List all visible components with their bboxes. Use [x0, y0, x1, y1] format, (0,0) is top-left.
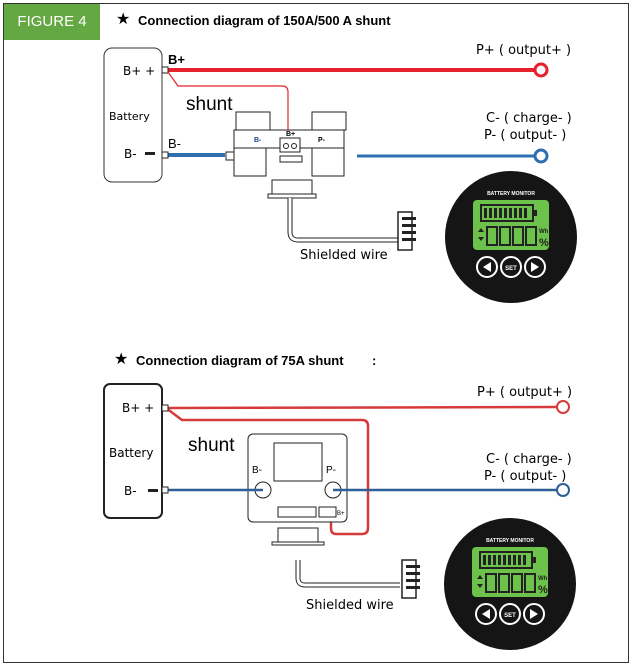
shunt-label: shunt — [188, 435, 235, 456]
terminal-pminus: P- — [326, 465, 336, 476]
output-pos-label: P+ ( output+ ) — [476, 43, 571, 58]
svg-text:BATTERY MONITOR: BATTERY MONITOR — [486, 538, 534, 544]
shunt-75a — [247, 433, 348, 546]
terminal-bplus: B+ — [337, 511, 345, 517]
battery-monitor-2: BATTERY MONITOR Wh % SET — [443, 517, 577, 651]
shielded-cable — [296, 560, 400, 587]
sense-wire — [165, 407, 370, 536]
battery-2 — [103, 383, 163, 519]
shielded-cable — [288, 198, 400, 242]
terminal-bminus: B- — [254, 137, 262, 144]
svg-text:Wh: Wh — [539, 229, 549, 235]
battery-label: Battery — [109, 110, 150, 123]
wire-bminus-label: B- — [168, 136, 181, 151]
positive-wire — [165, 405, 559, 410]
charge-neg-label: C- ( charge- ) — [486, 111, 572, 126]
set-button: SET — [504, 613, 516, 619]
output-pos-label: P+ ( output+ ) — [477, 385, 572, 400]
battery-monitor-1: BATTERY MONITOR Wh % SET — [444, 170, 578, 304]
positive-terminal — [533, 62, 549, 78]
battery-1 — [103, 47, 163, 183]
battery-pos-label: B+ + — [123, 64, 155, 78]
output-neg-label: P- ( output- ) — [484, 469, 566, 484]
negative-terminal — [533, 148, 549, 164]
shielded-wire-label: Shielded wire — [300, 248, 388, 263]
positive-terminal — [556, 400, 570, 414]
battery-pos-label: B+ + — [122, 401, 154, 415]
svg-text:%: % — [538, 584, 548, 596]
svg-text:%: % — [539, 237, 549, 249]
negative-terminal — [556, 483, 570, 497]
shielded-wire-label: Shielded wire — [306, 598, 394, 613]
cable-connector — [401, 559, 421, 599]
svg-text:Wh: Wh — [538, 576, 548, 582]
cable-connector — [397, 211, 417, 251]
charge-neg-label: C- ( charge- ) — [486, 452, 572, 467]
battery-neg-label: B- — [124, 484, 137, 498]
battery-label: Battery — [109, 446, 153, 460]
shunt-label: shunt — [186, 94, 233, 115]
set-button: SET — [505, 266, 517, 272]
star-icon: ★ — [114, 351, 128, 368]
diagram2-title: Connection diagram of 75A shunt — [136, 353, 344, 368]
terminal-bminus: B- — [252, 465, 262, 476]
terminal-bplus: B+ — [286, 131, 295, 138]
terminal-pminus: P- — [318, 137, 326, 144]
sense-wire — [167, 71, 289, 145]
figure-badge: FIGURE 4 — [4, 4, 100, 40]
diagram1-title: Connection diagram of 150A/500 A shunt — [138, 13, 391, 28]
svg-text:BATTERY MONITOR: BATTERY MONITOR — [487, 191, 535, 197]
battery-neg-label: B- — [124, 147, 137, 161]
star-icon: ★ — [116, 11, 130, 28]
shunt-150-500a — [225, 111, 347, 199]
wire-bplus-label: B+ — [168, 52, 185, 67]
svg-text::: : — [372, 353, 376, 368]
output-neg-label: P- ( output- ) — [484, 128, 566, 143]
figure-frame — [3, 3, 629, 663]
